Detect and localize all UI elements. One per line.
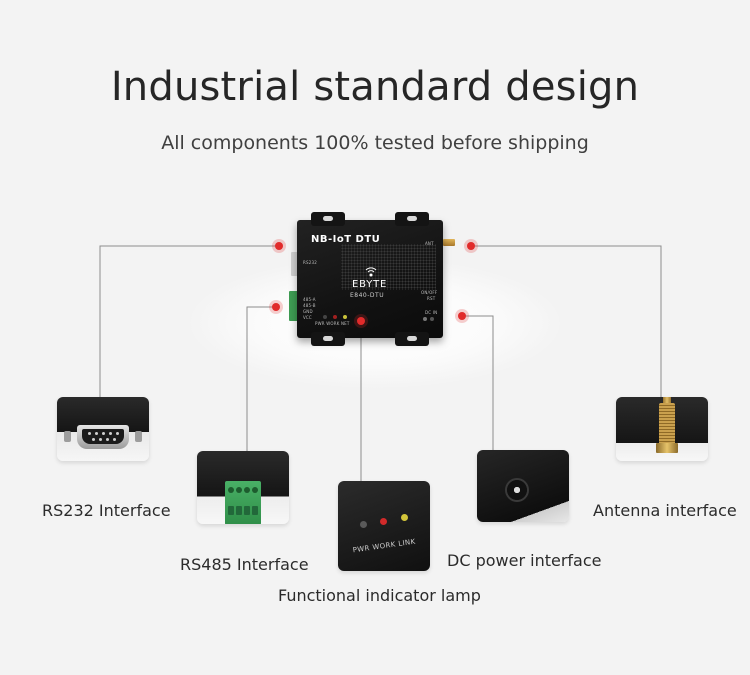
net-led xyxy=(343,315,347,319)
rs232-port xyxy=(291,252,298,276)
dc-in-label: DC IN xyxy=(425,310,438,315)
signal-icon xyxy=(365,267,377,277)
device-brand: EBYTE xyxy=(352,279,388,290)
pwr-led xyxy=(360,521,367,528)
line-rs485 xyxy=(246,306,276,452)
antenna-connector xyxy=(443,239,455,246)
dc-jack-icon xyxy=(505,478,529,502)
marker-indicator xyxy=(357,317,365,325)
indicator-thumbnail: PWR WORK LINK xyxy=(338,481,430,571)
led-labels: PWR WORK NET xyxy=(315,321,350,326)
rs485-label: RS485 Interface xyxy=(180,555,309,574)
mount-tab xyxy=(311,212,345,226)
work-led xyxy=(380,518,387,525)
rs485-terminal xyxy=(289,291,298,321)
ant-label: ANT xyxy=(425,241,434,246)
device-model: E840-DTU xyxy=(350,292,385,299)
indicator-label: Functional indicator lamp xyxy=(278,586,481,605)
dtu-device: NB-IoT DTU EBYTE E840-DTU RS232 485-A 48… xyxy=(297,212,443,346)
rst-label: RST xyxy=(427,296,436,301)
work-led xyxy=(333,315,337,319)
line-dc xyxy=(462,315,494,450)
line-antenna xyxy=(471,245,662,397)
screw-icon xyxy=(135,431,142,442)
rs485-thumbnail xyxy=(197,451,289,524)
antenna-label: Antenna interface xyxy=(593,501,737,520)
dc-label: DC power interface xyxy=(447,551,602,570)
db9-connector-icon xyxy=(77,425,129,449)
link-led xyxy=(401,514,408,521)
world-map-pattern xyxy=(341,244,436,290)
gnd-label: GND xyxy=(303,309,313,314)
mount-tab xyxy=(395,332,429,346)
terminal-block-icon xyxy=(225,481,261,524)
page-subtitle: All components 100% tested before shippi… xyxy=(161,132,589,154)
lamp-labels: PWR WORK LINK xyxy=(352,537,417,555)
marker-rs485 xyxy=(272,303,280,311)
mount-tab xyxy=(395,212,429,226)
sma-tip xyxy=(663,397,671,405)
vcc-label: VCC xyxy=(303,315,312,320)
485a-label: 485-A xyxy=(303,297,316,302)
mount-tab xyxy=(311,332,345,346)
switch-label: ON/OFF xyxy=(421,290,438,295)
marker-antenna xyxy=(467,242,475,250)
dc-thumbnail xyxy=(477,450,569,522)
rs232-label: RS232 xyxy=(303,260,317,265)
antenna-thumbnail xyxy=(616,397,708,461)
dc-jack-mini xyxy=(430,317,434,321)
marker-rs232 xyxy=(275,242,283,250)
rs232-label: RS232 Interface xyxy=(42,501,171,520)
sma-connector-icon xyxy=(659,403,675,445)
page-title: Industrial standard design xyxy=(110,64,640,110)
dc-jack-mini xyxy=(423,317,427,321)
device-name: NB-IoT DTU xyxy=(311,234,381,245)
marker-dc xyxy=(458,312,466,320)
screw-icon xyxy=(64,431,71,442)
rs232-thumbnail xyxy=(57,397,149,461)
line-rs232 xyxy=(99,245,279,398)
pwr-led xyxy=(323,315,327,319)
485b-label: 485-B xyxy=(303,303,316,308)
sma-base xyxy=(656,443,678,453)
